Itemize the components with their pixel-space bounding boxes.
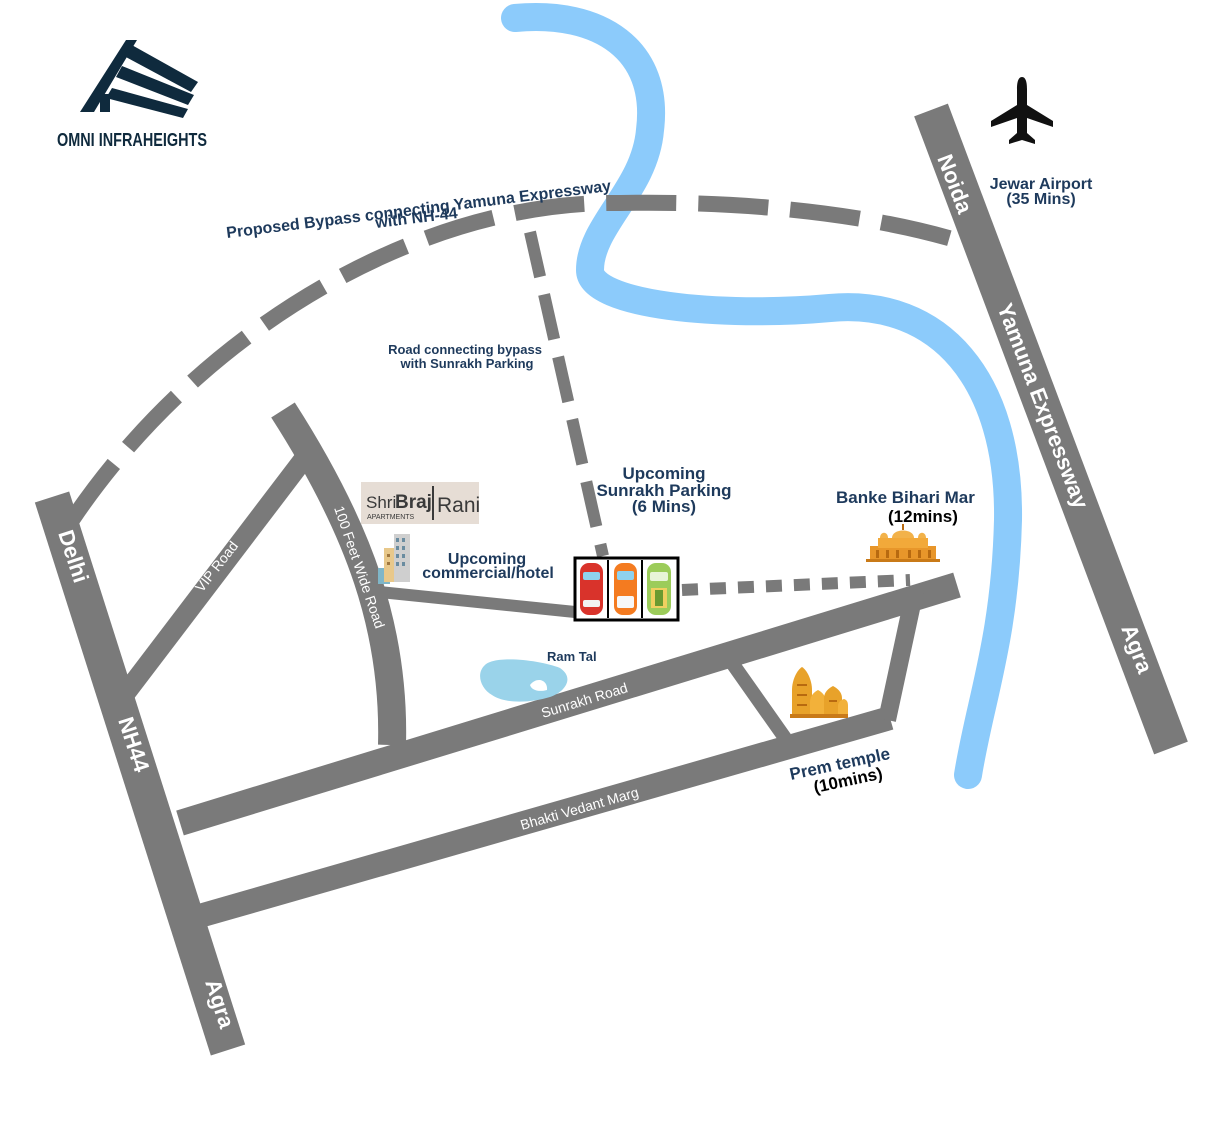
road-to-parking — [379, 586, 576, 618]
green-car-icon — [647, 563, 671, 615]
dotted-road-banke-bihari — [681, 574, 911, 596]
yamuna-river — [501, 3, 1023, 789]
connector-label-line1: Road connecting bypass — [388, 342, 542, 357]
building-icon — [378, 534, 410, 584]
badge-word-braj: Braj — [395, 492, 432, 513]
shri-braj-rani-badge: Shri Braj Rani APARTMENTS — [361, 482, 480, 524]
connector-road — [524, 230, 609, 558]
temple-spires-icon — [790, 667, 848, 718]
badge-sub: APARTMENTS — [367, 514, 415, 521]
sunrakh-road — [176, 572, 961, 836]
vip-road — [117, 453, 311, 701]
commercial-label-line1: Upcoming — [448, 551, 526, 568]
temple-palace-icon — [866, 524, 940, 562]
proposed-bypass-road — [65, 194, 968, 525]
bhakti-vedant-marg — [199, 706, 894, 927]
badge-word-rani: Rani — [437, 494, 480, 517]
badge-word-shri: Shri — [366, 493, 396, 512]
banke-bihari-label-line1: Banke Bihari Mar — [836, 488, 975, 507]
nh44-highway — [34, 491, 246, 1056]
yamuna-expressway — [914, 103, 1188, 755]
parking-label-line1: Upcoming — [622, 464, 705, 483]
airplane-icon — [991, 77, 1053, 144]
hundred-feet-road — [271, 402, 407, 746]
banke-bihari-label-line2: (12mins) — [888, 507, 958, 526]
brand-logo: OMNI INFRAHEIGHTS — [57, 40, 207, 150]
airport-label-line1: Jewar Airport — [990, 176, 1093, 193]
link-road-middle — [724, 655, 791, 743]
ram-tal-lake — [480, 659, 568, 702]
parking-label-line2: Sunrakh Parking — [596, 481, 731, 500]
parking-label-line3: (6 Mins) — [632, 497, 696, 516]
connector-label-line2: with Sunrakh Parking — [400, 356, 534, 371]
ram-tal-label: Ram Tal — [547, 649, 597, 664]
ram-tal-island — [530, 679, 548, 691]
house-roof-stripes-icon — [80, 40, 198, 118]
commercial-label-line2: commercial/hotel — [422, 565, 554, 582]
parked-cars-icon — [573, 556, 680, 622]
brand-name: OMNI INFRAHEIGHTS — [57, 130, 207, 150]
orange-car-icon — [614, 563, 637, 615]
link-road-east — [878, 588, 924, 722]
airport-label-line2: (35 Mins) — [1006, 191, 1075, 208]
red-car-icon — [580, 563, 603, 615]
